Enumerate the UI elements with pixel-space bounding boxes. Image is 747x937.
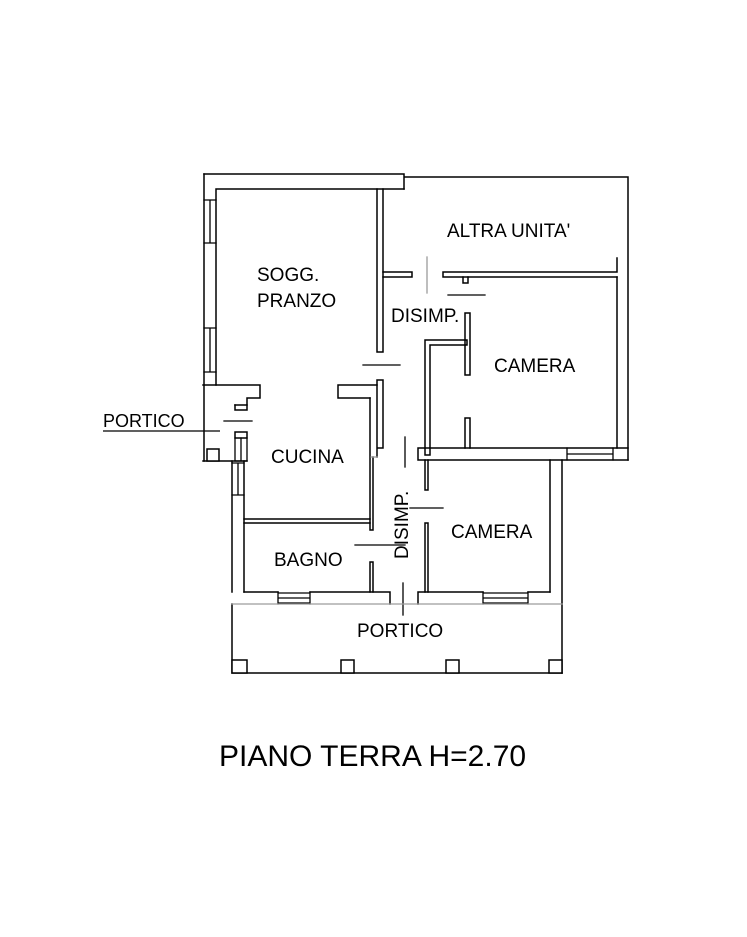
label-camera-upper: CAMERA — [494, 356, 576, 377]
label-disimpegno-lower: DISIMP. — [392, 491, 413, 559]
light-lines — [231, 256, 563, 605]
window-cucina-west — [231, 462, 245, 496]
label-altra-unita: ALTRA UNITA' — [447, 221, 570, 242]
label-portico-left: PORTICO — [103, 411, 185, 431]
door-openings — [223, 294, 486, 616]
label-camera-lower: CAMERA — [451, 522, 533, 543]
window-bagno-south — [277, 591, 311, 605]
pillar-1 — [231, 659, 248, 674]
pillar-left-portico — [206, 448, 220, 462]
plan-title: PIANO TERRA H=2.70 — [219, 740, 526, 773]
label-soggiorno-line1: SOGG. — [257, 265, 319, 286]
pillars — [206, 448, 563, 674]
window-camera-south — [482, 591, 529, 605]
window-portico-niche — [234, 437, 248, 462]
label-cucina: CUCINA — [271, 447, 344, 468]
label-disimpegno-upper: DISIMP. — [391, 306, 459, 327]
room-labels: SOGG. PRANZO ALTRA UNITA' DISIMP. CAMERA… — [103, 221, 576, 642]
exterior-walls — [202, 173, 629, 674]
window-soggiorno-lower — [203, 327, 217, 373]
pillar-2 — [340, 659, 355, 674]
windows — [203, 199, 614, 605]
label-bagno: BAGNO — [274, 550, 343, 571]
window-camera-upper-south — [566, 447, 614, 461]
pillar-4 — [548, 659, 563, 674]
label-portico-bottom: PORTICO — [357, 621, 443, 642]
interior-walls — [243, 188, 618, 593]
label-soggiorno-line2: PRANZO — [257, 291, 336, 312]
pillar-3 — [445, 659, 460, 674]
window-soggiorno-upper — [203, 199, 217, 244]
